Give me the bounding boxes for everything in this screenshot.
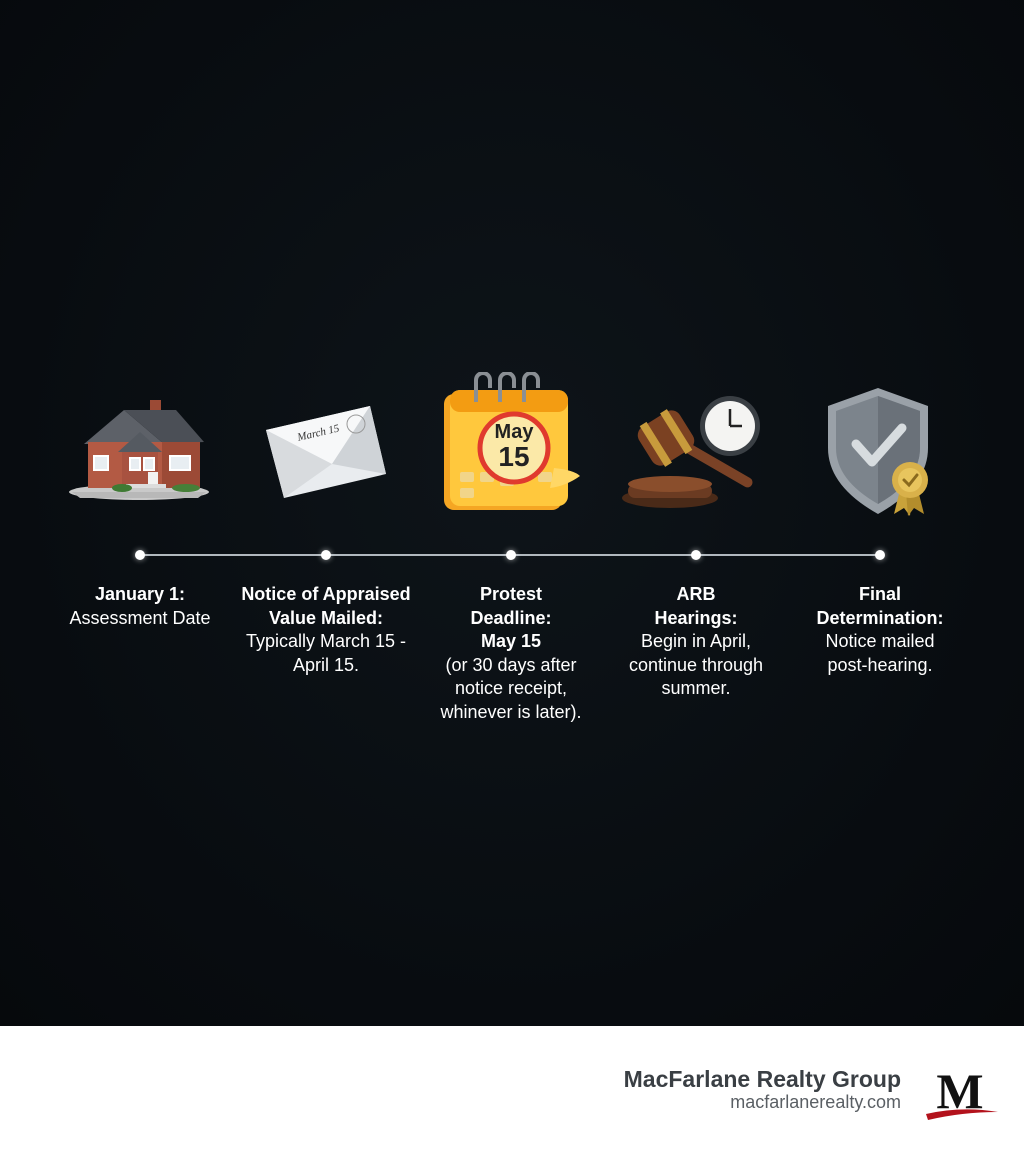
gavel-clock-icon: [620, 388, 768, 514]
shield-check-icon: [824, 386, 936, 520]
calendar-icon: May 15: [442, 372, 582, 514]
step-body: Notice mailed post-hearing.: [825, 631, 935, 675]
step-body: Typically March 15 - April 15.: [245, 631, 407, 675]
footer: MacFarlane Realty Group macfarlanerealty…: [0, 1026, 1024, 1154]
company-url[interactable]: macfarlanerealty.com: [730, 1092, 901, 1112]
company-logo: M: [922, 1062, 1002, 1122]
timeline-dot-4: [691, 550, 701, 560]
step-label-protest: Protest Deadline: May 15 (or 30 days aft…: [426, 583, 596, 724]
step-body: Assessment Date: [69, 607, 211, 628]
step-title: Notice of Appraised Value Mailed:: [241, 584, 411, 628]
step-title: Final Determination:: [816, 584, 944, 628]
step-label-final: Final Determination: Notice mailed post-…: [805, 583, 955, 677]
company-name: MacFarlane Realty Group: [623, 1066, 901, 1092]
step-body: (or 30 days after notice receipt, whinev…: [440, 654, 582, 722]
calendar-day-text: 15: [498, 441, 529, 472]
timeline-dot-5: [875, 550, 885, 560]
step-label-notice: Notice of Appraised Value Mailed: Typica…: [238, 583, 414, 677]
step-label-assessment: January 1: Assessment Date: [45, 583, 235, 630]
timeline-canvas: March 15 May 15: [0, 0, 1024, 1026]
timeline-dot-3: [506, 550, 516, 560]
step-label-arb: ARB Hearings: Begin in April, continue t…: [611, 583, 781, 701]
step-body: Begin in April, continue through summer.: [628, 631, 764, 698]
timeline-dot-2: [321, 550, 331, 560]
step-title: ARB Hearings:: [654, 584, 738, 628]
calendar-month-text: May: [495, 421, 535, 443]
timeline-dot-1: [135, 550, 145, 560]
house-icon: [66, 396, 212, 508]
step-title: Protest Deadline: May 15: [470, 584, 552, 651]
step-title: January 1:: [94, 584, 186, 604]
envelope-icon: March 15: [262, 402, 390, 502]
